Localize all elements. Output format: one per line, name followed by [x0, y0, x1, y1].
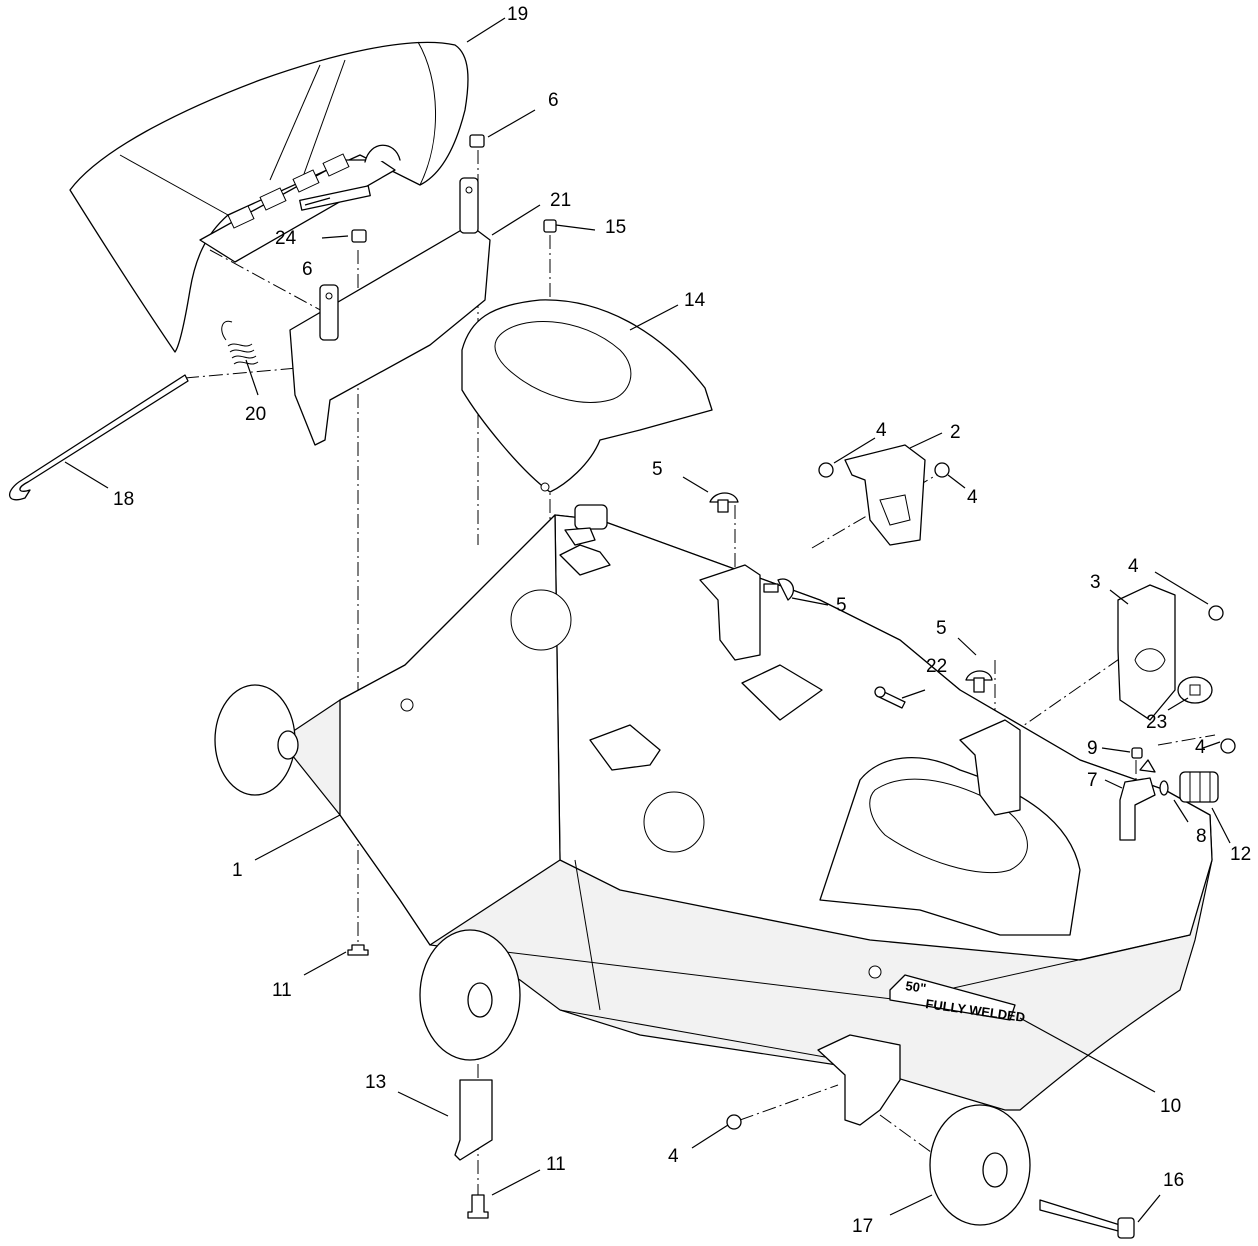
callout-8: 8	[1196, 826, 1207, 847]
callout-5: 5	[936, 618, 947, 639]
callout-2: 2	[950, 422, 961, 443]
callout-22: 22	[926, 656, 947, 677]
callout-7: 7	[1087, 770, 1098, 791]
chute-mount-plate	[289, 177, 491, 446]
wheel-bracket-front	[817, 1034, 901, 1126]
callout-1: 1	[232, 860, 243, 881]
callout-16: 16	[1163, 1170, 1184, 1191]
callout-5: 5	[652, 459, 663, 480]
discharge-chute	[69, 41, 469, 353]
left-spindle-fitting	[559, 504, 611, 576]
carriage-bolt-lower	[467, 1194, 489, 1219]
belt-cover	[461, 299, 713, 493]
carriage-bolt-upper	[347, 944, 369, 956]
wheel-bolt	[1039, 1199, 1123, 1233]
callout-15: 15	[605, 217, 626, 238]
gauge-wheel-left	[214, 684, 299, 796]
callout-21: 21	[550, 190, 571, 211]
spacer-bracket	[454, 1079, 493, 1161]
callout-5: 5	[836, 595, 847, 616]
rear-mount-bracket	[699, 564, 761, 661]
callout-4: 4	[1128, 556, 1139, 577]
idler-bracket-upper	[844, 444, 926, 546]
callout-11: 11	[272, 980, 292, 1001]
callout-17: 17	[852, 1216, 873, 1237]
callout-leaders	[64, 17, 1231, 1223]
callout-6: 6	[548, 90, 559, 111]
decal-size-text: 50"	[905, 978, 928, 996]
callout-3: 3	[1090, 572, 1101, 593]
idler-bracket-lower	[1117, 584, 1176, 721]
callout-labels: 19 6 21 24 6 15 14 20 18 4 2 4 5 5 3 4 5…	[113, 4, 1251, 1237]
callout-23: 23	[1146, 712, 1167, 733]
callout-13: 13	[365, 1072, 386, 1093]
gauge-wheel-front-left	[419, 929, 521, 1061]
callout-18: 18	[113, 489, 134, 510]
grease-fitting-assembly	[1119, 759, 1219, 841]
right-mount-bracket	[959, 719, 1021, 816]
callout-4: 4	[876, 420, 887, 441]
callout-4: 4	[1195, 737, 1206, 758]
callout-14: 14	[684, 290, 706, 311]
callout-19: 19	[507, 4, 528, 25]
callout-4: 4	[967, 487, 978, 508]
spring	[221, 320, 259, 365]
callout-20: 20	[245, 404, 266, 425]
chute-rod	[8, 374, 189, 501]
callout-11: 11	[546, 1154, 566, 1175]
callout-10: 10	[1160, 1096, 1181, 1117]
hardware-fasteners	[351, 134, 1236, 1130]
callout-24: 24	[275, 228, 297, 249]
callout-12: 12	[1230, 844, 1251, 865]
callout-4: 4	[668, 1146, 679, 1167]
callout-6: 6	[302, 259, 313, 280]
decal-strip	[299, 185, 371, 211]
gauge-wheel-front-right	[929, 1104, 1031, 1226]
callout-9: 9	[1087, 738, 1098, 759]
